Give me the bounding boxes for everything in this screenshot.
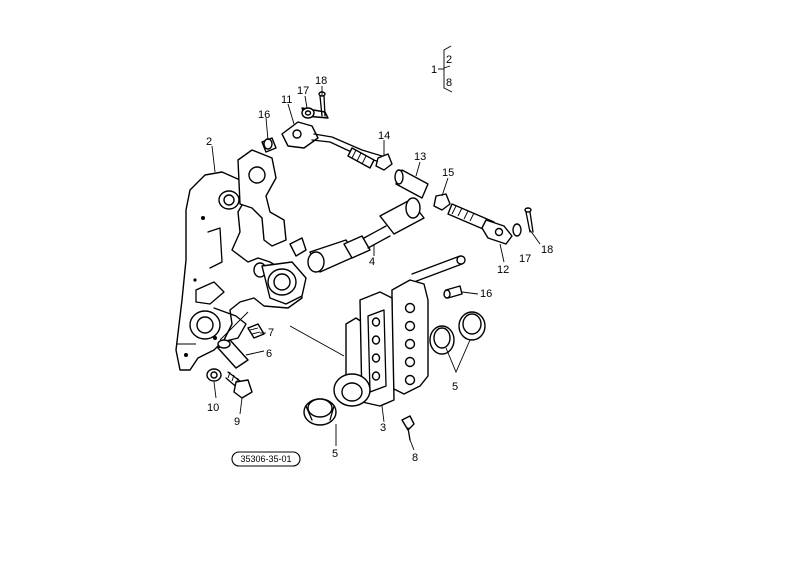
pin-16-left-part <box>263 138 273 150</box>
washer-10-part <box>206 368 222 382</box>
lever-plate-3-part <box>333 291 395 407</box>
pin-16-right-part <box>443 285 463 299</box>
reference-code-badge: 35306-35-01 <box>231 451 301 467</box>
nut-14-part <box>375 153 393 171</box>
label-part-4: 4 <box>369 256 375 268</box>
washer-17-right-part <box>512 223 522 237</box>
label-part-18-top: 18 <box>315 75 327 87</box>
nut-15-part <box>433 193 451 211</box>
bracket-plate-part <box>175 171 303 371</box>
pin-6-part <box>217 339 249 369</box>
rod-end-12-part <box>447 203 513 245</box>
label-part-7: 7 <box>268 327 274 339</box>
label-part-15: 15 <box>442 167 454 179</box>
upper-link-rod-part <box>261 107 383 169</box>
label-part-17-right: 17 <box>519 253 531 265</box>
label-part-14: 14 <box>378 130 390 142</box>
fitting-7-part <box>247 323 265 339</box>
legend-main-number: 1 <box>431 64 437 76</box>
assembly-legend: 1 2 8 <box>431 45 453 93</box>
label-part-18-right: 18 <box>541 244 553 256</box>
bushing-5-right-a-part <box>429 325 455 355</box>
sleeve-13-part <box>394 169 429 199</box>
label-part-16-top: 16 <box>258 109 270 121</box>
bolt-8-part <box>401 415 415 441</box>
reference-code-text: 35306-35-01 <box>240 454 291 464</box>
label-part-5-right: 5 <box>452 381 458 393</box>
label-part-8: 8 <box>412 452 418 464</box>
legend-sub-number-2: 8 <box>446 77 452 89</box>
washer-17-top-part <box>301 107 315 119</box>
label-part-12: 12 <box>497 264 509 276</box>
label-part-9: 9 <box>234 416 240 428</box>
label-part-6: 6 <box>266 348 272 360</box>
label-part-11: 11 <box>281 94 292 106</box>
bushing-5-left-part <box>303 398 337 426</box>
cross-shaft-4-part <box>307 197 425 273</box>
bolt-9-part <box>225 371 253 399</box>
bushing-5-right-b-part <box>458 311 486 341</box>
legend-sub-number-1: 2 <box>446 54 452 66</box>
part-number-labels: 2 16 11 17 18 14 13 15 17 18 12 4 16 7 6… <box>206 75 553 464</box>
bracket-upper-lugs <box>237 149 307 305</box>
leader-lines <box>211 86 541 451</box>
label-part-10: 10 <box>207 402 219 414</box>
label-part-16-right: 16 <box>480 288 492 300</box>
label-part-17-top: 17 <box>297 85 309 97</box>
lever-arm-part <box>391 255 466 395</box>
split-pin-18-right-part <box>524 207 534 233</box>
label-part-13: 13 <box>414 151 426 163</box>
label-part-2: 2 <box>206 136 212 148</box>
label-part-3: 3 <box>380 422 386 434</box>
label-part-5-left: 5 <box>332 448 338 460</box>
